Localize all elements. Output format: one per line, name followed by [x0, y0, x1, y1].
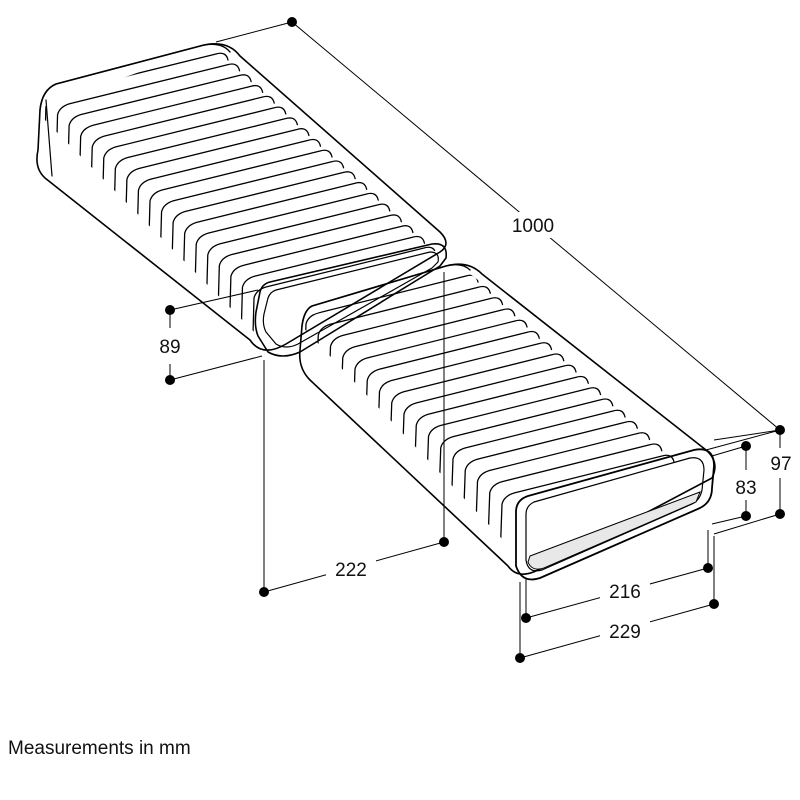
duct-opening-left: [254, 242, 448, 357]
duct-rib: [182, 181, 368, 306]
dim-inner-height-right-label: 83: [735, 478, 756, 499]
duct-ribs-right: [303, 274, 675, 560]
duct-rib: [462, 420, 638, 527]
duct-rib: [251, 246, 437, 340]
duct-rib: [205, 203, 391, 328]
duct-rib: [376, 342, 553, 449]
dim-outer-width-right-label: 229: [609, 622, 641, 643]
duct-opening-right: [515, 448, 715, 581]
duct-rib: [89, 95, 275, 220]
duct-rib: [340, 308, 516, 415]
duct-rib: [228, 225, 414, 340]
duct-rib: [112, 117, 298, 242]
duct-rib: [352, 319, 528, 426]
measurements-caption: Measurements in mm: [8, 738, 191, 759]
duct-rib: [364, 330, 540, 437]
duct-rib: [78, 84, 264, 209]
duct-ribs-left: [43, 52, 437, 340]
duct-rib: [101, 106, 287, 231]
dimension-dots: [165, 17, 785, 663]
duct-rib: [147, 149, 333, 274]
duct-rib: [66, 74, 252, 199]
duct-rib: [315, 285, 491, 392]
duct-rib: [425, 387, 602, 494]
duct-rib: [216, 214, 402, 339]
duct-rib: [401, 364, 577, 471]
dim-width-left-label: 222: [335, 560, 367, 581]
duct-rib: [239, 235, 426, 340]
duct-rib: [474, 432, 651, 539]
dimension-lines: [169, 21, 781, 659]
duct-rib: [124, 128, 310, 253]
duct-rib: [389, 353, 565, 460]
duct-rib: [135, 138, 322, 263]
duct-rib: [450, 409, 626, 516]
duct-rib: [413, 375, 589, 482]
dim-inner-width-right-label: 216: [609, 582, 641, 603]
duct-section-right: [298, 263, 716, 581]
duct-rib: [499, 454, 675, 560]
duct-section-left: [36, 43, 448, 357]
dim-outer-height-right-label: 97: [770, 454, 791, 475]
duct-rib: [170, 171, 356, 296]
duct-rib: [158, 160, 345, 285]
duct-rib: [438, 398, 614, 505]
dimension-labels: 1000 89 222 83 97 216 229: [150, 212, 800, 644]
duct-rib: [487, 443, 663, 550]
dim-inner-height-left-label: 89: [159, 337, 180, 358]
duct-rib: [193, 192, 379, 317]
duct-rib: [327, 297, 504, 404]
dim-length-label: 1000: [512, 216, 554, 237]
duct-rib: [54, 63, 241, 188]
